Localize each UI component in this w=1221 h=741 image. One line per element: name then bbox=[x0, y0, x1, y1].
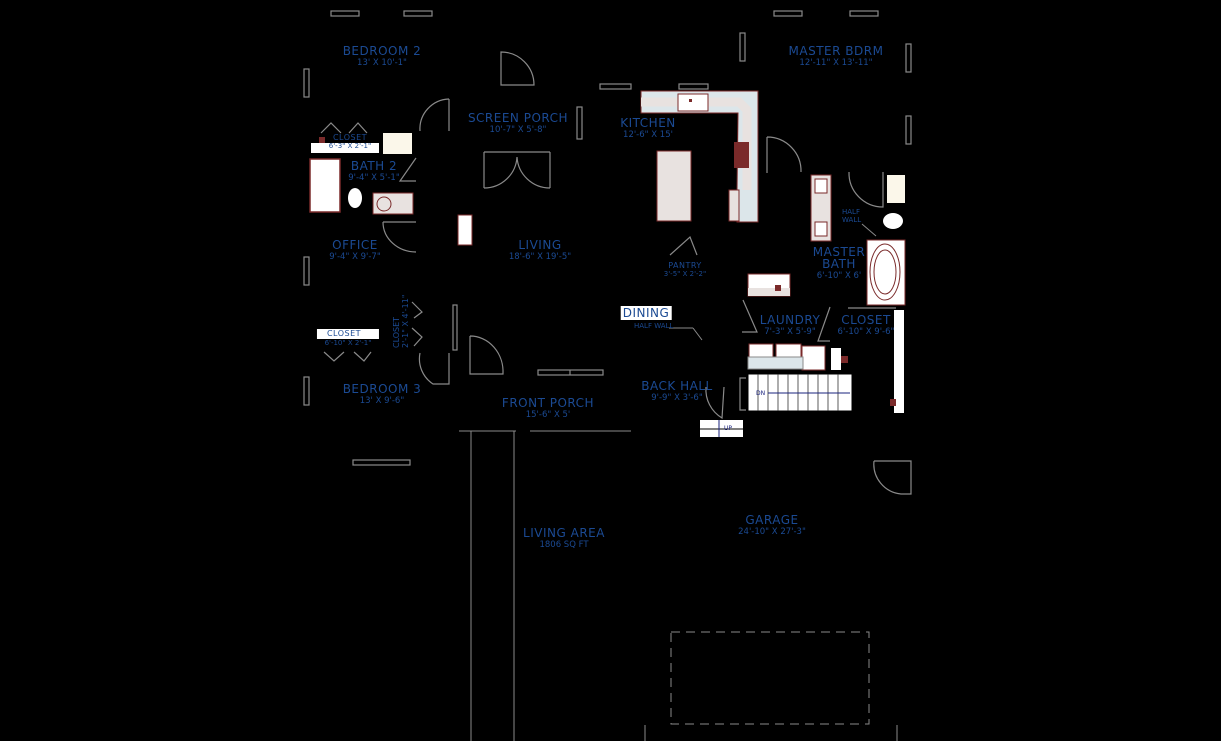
room-dimensions: 6'-10" X 9'-6" bbox=[837, 327, 895, 337]
room-dimensions: 12'-6" X 15' bbox=[623, 130, 673, 140]
room-dimensions: 24'-10" X 27'-3" bbox=[738, 527, 806, 537]
room-name: DINING bbox=[620, 306, 672, 320]
doors bbox=[320, 51, 912, 495]
room-name: CLOSET bbox=[332, 133, 368, 142]
windows bbox=[303, 10, 912, 466]
room-dimensions: 6'-10" X 2'-1" bbox=[324, 339, 372, 347]
room-name: KITCHEN bbox=[620, 116, 676, 130]
room-dimensions: 12'-11" X 13'-11" bbox=[799, 58, 873, 68]
kitchen-cabinets bbox=[640, 90, 759, 223]
half-wall-line2: WALL bbox=[842, 215, 862, 224]
room-dimensions: 13' X 9'-6" bbox=[359, 396, 405, 406]
room-name: CLOSET bbox=[841, 313, 891, 327]
bath2-fixtures bbox=[309, 133, 414, 215]
room-name: GARAGE bbox=[745, 513, 799, 527]
room-name: LAUNDRY bbox=[759, 313, 821, 327]
room-name: CLOSET bbox=[392, 316, 401, 348]
master-bath-fixtures bbox=[810, 174, 906, 306]
room-name: PANTRY bbox=[668, 261, 702, 270]
room-name: MASTER BATH bbox=[812, 245, 866, 271]
room-name: OFFICE bbox=[332, 238, 378, 252]
room-name: BACK HALL bbox=[641, 379, 713, 393]
room-name: MASTER BDRM bbox=[788, 44, 884, 58]
room-dimensions: 9'-4" X 5'-1" bbox=[348, 173, 400, 183]
fireplace bbox=[457, 214, 473, 246]
room-dimensions: 9'-9" X 3'-6" bbox=[651, 393, 703, 403]
stairs bbox=[700, 373, 853, 437]
stair-down-label: DN bbox=[756, 390, 766, 397]
room-name: BEDROOM 2 bbox=[342, 44, 422, 58]
room-dimensions: 15'-6" X 5' bbox=[525, 410, 571, 420]
room-label-dining: DINING bbox=[620, 306, 672, 320]
room-name: BATH 2 bbox=[350, 159, 398, 173]
room-dimensions: 6'-3" X 2'-1" bbox=[328, 142, 372, 150]
half-wall-note-dining: HALF WALL bbox=[634, 322, 674, 330]
room-dimensions: 6'-10" X 6' bbox=[816, 271, 862, 281]
room-name: CLOSET bbox=[316, 329, 380, 339]
room-dimensions: 3'-5" X 2'-2" bbox=[663, 270, 707, 278]
room-dimensions: 18'-6" X 19'-5" bbox=[508, 252, 572, 262]
walls bbox=[459, 223, 898, 741]
room-dimensions: 9'-4" X 9'-7" bbox=[329, 252, 381, 262]
half-wall-line1: HALF bbox=[842, 208, 860, 216]
room-name: SCREEN PORCH bbox=[467, 111, 569, 125]
laundry-fixtures bbox=[747, 273, 904, 413]
stair-up-label: UP bbox=[724, 425, 733, 432]
room-name: BEDROOM 3 bbox=[342, 382, 422, 396]
room-name: LIVING bbox=[518, 238, 562, 252]
room-name: FRONT PORCH bbox=[501, 396, 595, 410]
room-dimensions: 1806 SQ FT bbox=[539, 540, 589, 550]
room-dimensions: 10'-7" X 5'-8" bbox=[489, 125, 547, 135]
room-dimensions: 13' X 10'-1" bbox=[357, 58, 407, 68]
room-dimensions: 7'-3" X 5'-9" bbox=[764, 327, 816, 337]
room-name: LIVING AREA bbox=[523, 526, 605, 540]
room-dimensions: 2'-1" X 4'-11" bbox=[400, 294, 410, 348]
